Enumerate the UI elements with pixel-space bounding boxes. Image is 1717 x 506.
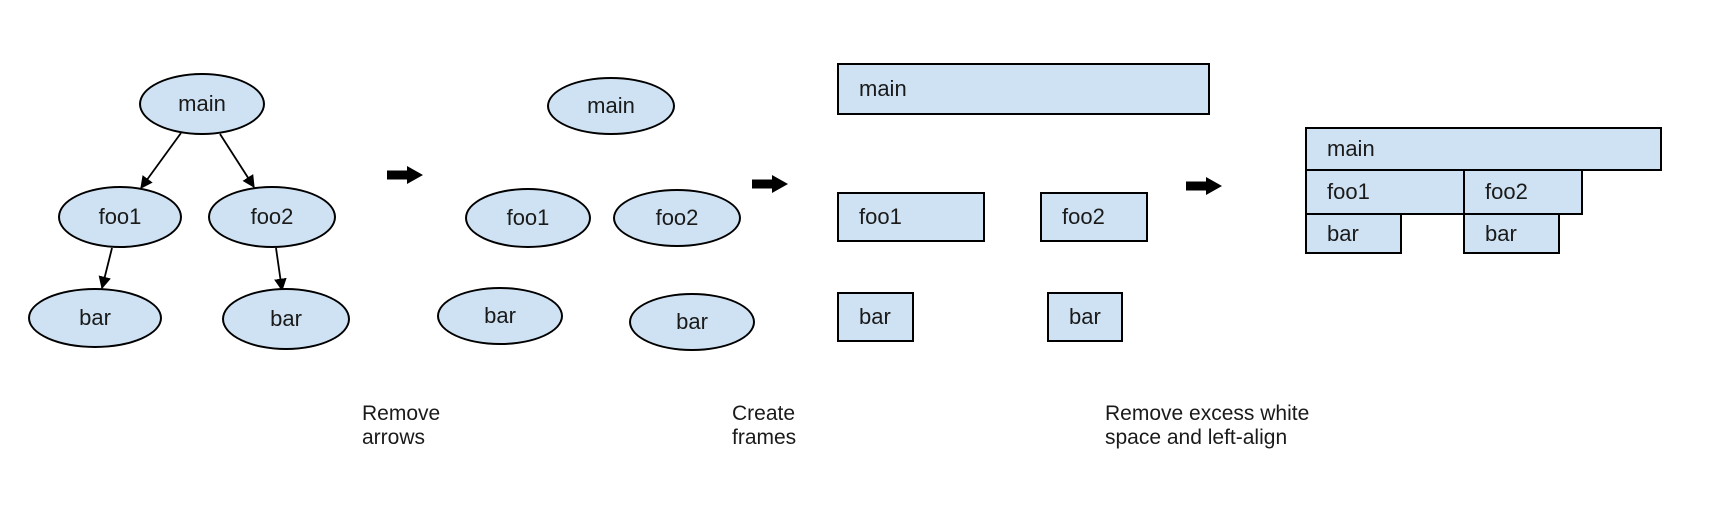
tree-node-bar1: bar xyxy=(28,288,162,348)
edge-main-foo1-arrow xyxy=(140,132,182,190)
transition-arrow-2-icon xyxy=(752,175,788,193)
tree-node-bar1-label: bar xyxy=(79,305,111,330)
tree-node-bar2: bar xyxy=(222,288,350,350)
frames-node-foo2: foo2 xyxy=(1040,192,1148,242)
flame-node-foo2-label: foo2 xyxy=(1485,179,1528,204)
frames-node-bar1: bar xyxy=(837,292,914,342)
caption-remove-whitespace: Remove excess white space and left-align xyxy=(1105,402,1309,450)
tree-node-foo2-label: foo2 xyxy=(250,204,294,229)
edge-foo2-bar-arrow xyxy=(274,247,287,292)
tree-node-foo1: foo1 xyxy=(58,186,182,248)
flame-node-foo2: foo2 xyxy=(1463,169,1583,215)
caption-remove-arrows-line2: arrows xyxy=(362,426,426,449)
caption-create-frames-line1: Create xyxy=(732,402,796,425)
flame-node-main: main xyxy=(1305,127,1662,171)
flame-node-bar2: bar xyxy=(1463,213,1560,254)
caption-remove-arrows: Remove arrows xyxy=(362,402,440,450)
tree-node-bar2-label: bar xyxy=(270,306,302,331)
frames-node-bar2-label: bar xyxy=(1069,304,1101,329)
noarrows-node-foo2-label: foo2 xyxy=(655,205,699,230)
transition-arrow-1-icon xyxy=(387,166,423,184)
flame-node-foo1-label: foo1 xyxy=(1327,179,1370,204)
noarrows-node-foo1: foo1 xyxy=(465,188,591,248)
noarrows-node-bar2-label: bar xyxy=(676,309,708,334)
flame-node-bar2-label: bar xyxy=(1485,220,1517,246)
noarrows-node-bar2: bar xyxy=(629,293,755,351)
noarrows-node-main-label: main xyxy=(587,93,635,118)
frames-node-bar1-label: bar xyxy=(859,304,891,329)
tree-node-foo2: foo2 xyxy=(208,186,336,248)
frames-node-bar2: bar xyxy=(1047,292,1123,342)
flame-node-foo1: foo1 xyxy=(1305,169,1465,215)
tree-node-main: main xyxy=(139,73,265,135)
flame-node-bar1: bar xyxy=(1305,213,1402,254)
noarrows-node-foo2: foo2 xyxy=(613,189,741,247)
caption-remove-arrows-line1: Remove xyxy=(362,402,441,425)
tree-node-main-label: main xyxy=(178,91,226,116)
noarrows-node-bar1: bar xyxy=(437,287,563,345)
edge-foo1-bar-arrow xyxy=(98,247,113,290)
caption-remove-whitespace-line2: space and left-align xyxy=(1105,426,1288,449)
noarrows-node-bar1-label: bar xyxy=(484,303,516,328)
frames-node-foo1-label: foo1 xyxy=(859,204,902,229)
tree-node-foo1-label: foo1 xyxy=(98,204,142,229)
frames-node-main-label: main xyxy=(859,76,907,101)
frames-node-foo1: foo1 xyxy=(837,192,985,242)
noarrows-node-main: main xyxy=(547,77,675,135)
flame-node-main-label: main xyxy=(1327,136,1375,161)
flame-node-bar1-label: bar xyxy=(1327,220,1359,246)
transition-arrow-3-icon xyxy=(1186,177,1222,195)
frames-node-foo2-label: foo2 xyxy=(1062,204,1105,229)
caption-remove-whitespace-line1: Remove excess white xyxy=(1105,402,1310,425)
caption-create-frames-line2: frames xyxy=(732,426,797,449)
noarrows-node-foo1-label: foo1 xyxy=(506,205,550,230)
frames-node-main: main xyxy=(837,63,1210,115)
edge-main-foo2-arrow xyxy=(219,133,255,189)
caption-create-frames: Create frames xyxy=(732,402,796,450)
